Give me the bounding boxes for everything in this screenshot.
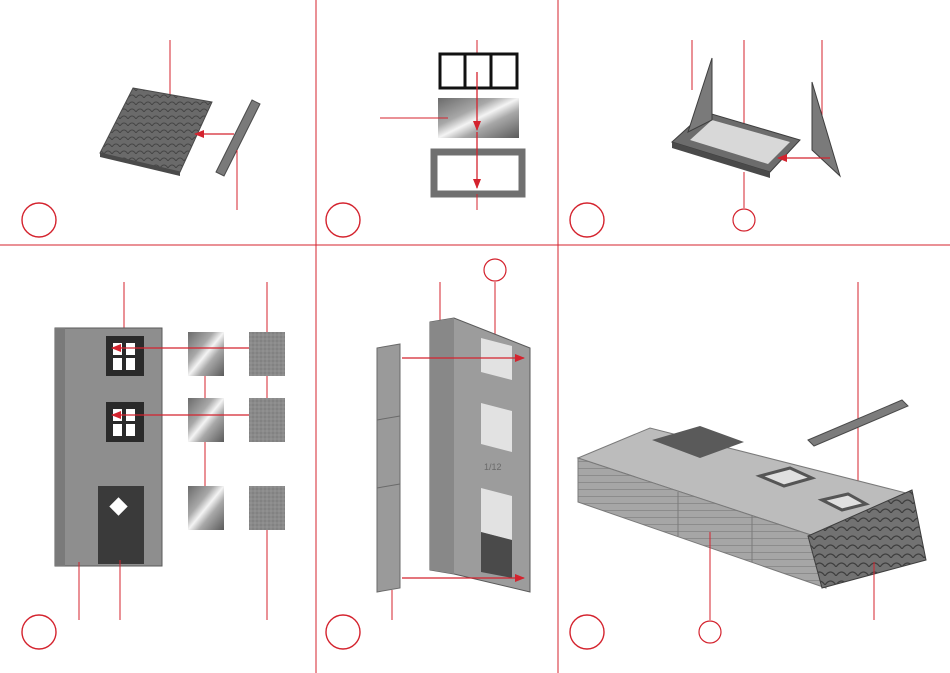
step-number-circle (570, 615, 604, 649)
reference-callout (484, 259, 506, 281)
glass-piece (188, 486, 224, 530)
step-number-circle (326, 203, 360, 237)
reference-callout (699, 621, 721, 643)
window-pane (113, 358, 122, 370)
step-4-panel (22, 282, 285, 649)
window-opening-upper (106, 336, 144, 376)
door-opening (98, 486, 144, 564)
step-3-panel (570, 40, 840, 237)
window-mullion-frame (440, 54, 517, 88)
wall-panel-shade (55, 328, 65, 566)
backing-sheet (249, 486, 285, 530)
gable-right (812, 82, 840, 176)
wall-window-glass (481, 488, 512, 540)
reference-callout (733, 209, 755, 231)
wall-strip (377, 344, 400, 592)
window-pane (126, 358, 135, 370)
wall-marking: 1/12 (484, 462, 502, 472)
window-opening-lower (106, 402, 144, 442)
step-1-panel (22, 40, 260, 237)
glass-piece (188, 332, 224, 376)
step-number-circle (570, 203, 604, 237)
window-outer-frame (434, 152, 522, 194)
backing-sheet (249, 398, 285, 442)
step-6-panel (570, 282, 926, 649)
step-number-circle (22, 615, 56, 649)
wall-window-glass (481, 403, 512, 452)
step-2-panel (326, 40, 522, 237)
step-number-circle (326, 615, 360, 649)
step-number-circle (22, 203, 56, 237)
ridge-cap (216, 100, 260, 176)
window-pane (126, 343, 135, 355)
step-5-panel: 1/12 (326, 259, 530, 649)
wall-door-opening (481, 532, 512, 578)
window-pane (113, 424, 122, 436)
window-pane (126, 424, 135, 436)
window-pane (113, 343, 122, 355)
backing-sheet (249, 332, 285, 376)
glass-piece (188, 398, 224, 442)
side-wall-edge (430, 318, 454, 574)
window-glass (438, 98, 519, 138)
